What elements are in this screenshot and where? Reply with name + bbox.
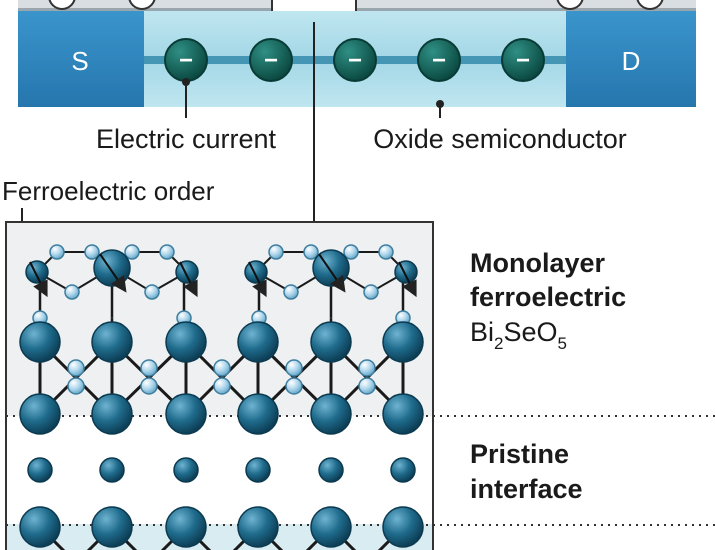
electron-symbol-4: − xyxy=(432,47,446,74)
se-atom xyxy=(244,260,268,284)
se-atom xyxy=(25,260,49,284)
bi-atom-row-a xyxy=(382,321,424,363)
electron-3 xyxy=(333,38,377,82)
o-atom xyxy=(358,359,376,377)
interface-atom xyxy=(173,457,199,483)
polarization-arrow xyxy=(29,261,48,298)
se-atom xyxy=(394,260,418,284)
polarization-arrow xyxy=(318,253,346,293)
bi-atom-row-b xyxy=(237,393,279,435)
polarization-arrow xyxy=(99,253,127,293)
bi-atom-row-a xyxy=(310,321,352,363)
semiconductor-atom xyxy=(91,506,133,548)
ferroelectric-order-label: Ferroelectric order xyxy=(2,176,215,206)
pristine-title-line2: interface xyxy=(470,474,583,504)
semiconductor-region xyxy=(7,524,432,550)
bi-atom-row-a xyxy=(91,321,133,363)
interface-atom xyxy=(99,457,125,483)
electron-4 xyxy=(417,38,461,82)
pristine-title-line1: Pristine xyxy=(470,439,569,469)
semiconductor-atom xyxy=(165,506,207,548)
o-atom xyxy=(283,284,299,300)
interface-atom xyxy=(27,457,53,483)
bi-atom-row-a xyxy=(19,321,61,363)
bi2seo5-formula: Bi2SeO5 xyxy=(470,317,567,353)
o-atom xyxy=(140,377,158,395)
o-atom xyxy=(84,244,100,260)
polarization-arrow xyxy=(179,261,198,298)
bi-atom-row-b xyxy=(19,393,61,435)
electron-2 xyxy=(249,38,293,82)
bi-atom-row-a xyxy=(237,321,279,363)
o-atom xyxy=(124,244,140,260)
pristine-interface-region xyxy=(7,416,432,524)
interface-atom xyxy=(390,457,416,483)
electron-symbol-1: − xyxy=(179,47,193,74)
electric-current-dot xyxy=(182,78,190,86)
bi-atom-row-a xyxy=(165,321,207,363)
oxide-semiconductor-label: Oxide semiconductor xyxy=(373,124,627,154)
electron-symbol-2: − xyxy=(264,47,278,74)
o-atom xyxy=(67,377,85,395)
o-atom xyxy=(343,244,359,260)
se-atom xyxy=(175,260,199,284)
monolayer-title-line1: Monolayer xyxy=(470,248,606,278)
o-atom xyxy=(303,244,319,260)
o-atom xyxy=(285,359,303,377)
interface-atom xyxy=(245,457,271,483)
semiconductor-atom xyxy=(310,506,352,548)
o-atom xyxy=(140,359,158,377)
bi-atom-row-b xyxy=(310,393,352,435)
oxide-dot xyxy=(436,100,444,108)
polarization-arrow xyxy=(398,261,417,298)
bi-atom-row-b xyxy=(165,393,207,435)
o-atom xyxy=(358,377,376,395)
source-electrode xyxy=(18,11,144,107)
o-atom xyxy=(268,244,284,260)
source-label: S xyxy=(71,46,88,76)
drain-label: D xyxy=(622,46,641,76)
crystal-lattice xyxy=(19,244,424,550)
electron-symbol-5: − xyxy=(516,47,530,74)
monolayer-title-line2: ferroelectric xyxy=(470,282,626,312)
polarization-arrow xyxy=(248,261,267,298)
top-electrons xyxy=(48,0,664,10)
o-atom xyxy=(213,359,231,377)
o-atom xyxy=(213,377,231,395)
bi-atom-row-b xyxy=(382,393,424,435)
o-atom xyxy=(67,359,85,377)
electron-symbol-3: − xyxy=(348,47,362,74)
bi-atom-top xyxy=(312,249,350,287)
electron-row: −−−−− xyxy=(164,38,545,82)
electron-5 xyxy=(501,38,545,82)
o-atom xyxy=(144,284,160,300)
semiconductor-atom xyxy=(237,506,279,548)
bi-atom-top xyxy=(93,249,131,287)
electric-current-label: Electric current xyxy=(96,124,277,154)
bi-atom-row-b xyxy=(91,393,133,435)
o-atom xyxy=(159,244,175,260)
o-atom xyxy=(363,284,379,300)
o-atom xyxy=(378,244,394,260)
semiconductor-atom xyxy=(382,506,424,548)
o-atom xyxy=(64,284,80,300)
o-atom xyxy=(285,377,303,395)
lattice-atoms xyxy=(19,244,424,548)
drain-electrode xyxy=(566,11,696,107)
o-atom xyxy=(49,244,65,260)
semiconductor-atom xyxy=(19,506,61,548)
interface-atom xyxy=(318,457,344,483)
